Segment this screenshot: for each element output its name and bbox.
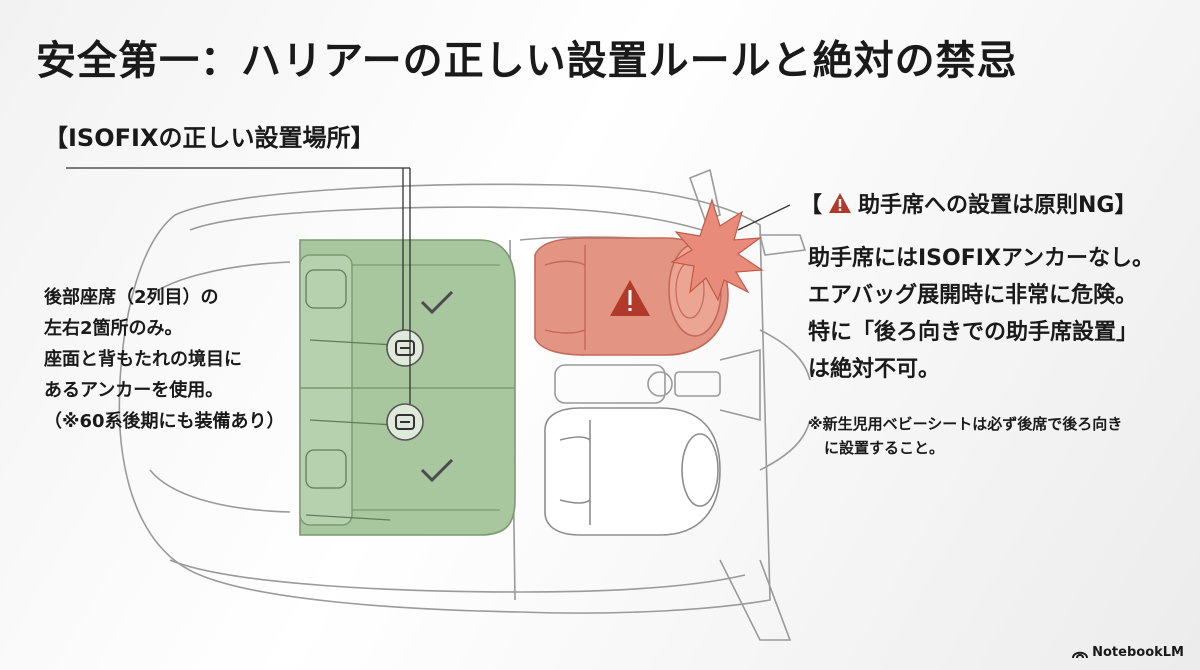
notebooklm-branding: NotebookLM bbox=[1072, 645, 1184, 660]
isofix-note-line: 後部座席（2列目）の bbox=[44, 287, 219, 308]
isofix-anchor-icon-upper bbox=[386, 329, 424, 367]
notebooklm-logo-icon bbox=[1072, 651, 1089, 658]
rear-seat-ok-zone bbox=[299, 239, 516, 536]
warning-line: 助手席にはISOFIXアンカーなし。 bbox=[808, 246, 1155, 271]
passenger-section-heading: 【 助手席への設置は原則NG】 bbox=[800, 187, 1137, 219]
isofix-note-line: 左右2箇所のみ。 bbox=[44, 318, 183, 339]
newborn-seat-footnote: ※新生児用ベビーシートは必ず後席で後ろ向き に設置すること。 bbox=[808, 412, 1178, 460]
warning-triangle-icon bbox=[610, 280, 650, 316]
brand-label: NotebookLM bbox=[1092, 645, 1184, 660]
ok-check-icon-upper bbox=[420, 290, 454, 315]
page-title: 安全第一：ハリアーの正しい設置ルールと絶対の禁忌 bbox=[36, 38, 1018, 84]
isofix-anchor-icon-lower bbox=[386, 403, 424, 441]
footnote-line: ※新生児用ベビーシートは必ず後席で後ろ向き bbox=[808, 415, 1123, 433]
warning-line: は絶対不可。 bbox=[808, 357, 941, 382]
isofix-section-heading: 【ISOFIXの正しい設置場所】 bbox=[44, 124, 375, 152]
footnote-line: に設置すること。 bbox=[824, 439, 945, 457]
passenger-callout-line bbox=[737, 204, 791, 231]
isofix-note-line: （※60系後期にも装備あり） bbox=[44, 411, 285, 432]
driver-seat bbox=[544, 407, 721, 536]
warning-line: 特に「後ろ向きでの助手席設置」 bbox=[808, 320, 1139, 345]
isofix-note-line: あるアンカーを使用。 bbox=[44, 380, 224, 401]
isofix-callout-lines bbox=[66, 167, 411, 404]
passenger-heading-text: 助手席への設置は原則NG】 bbox=[858, 193, 1137, 218]
airbag-burst-icon bbox=[670, 198, 764, 302]
heading-open-bracket: 【 bbox=[800, 193, 823, 218]
passenger-warning-body: 助手席にはISOFIXアンカーなし。 エアバッグ展開時に非常に危険。 特に「後ろ… bbox=[808, 240, 1188, 388]
warning-triangle-icon bbox=[829, 193, 852, 213]
ok-check-icon-lower bbox=[420, 458, 454, 483]
warning-line: エアバッグ展開時に非常に危険。 bbox=[808, 283, 1138, 308]
isofix-note-line: 座面と背もたれの境目に bbox=[44, 349, 242, 370]
isofix-location-note: 後部座席（2列目）の 左右2箇所のみ。 座面と背もたれの境目に あるアンカーを使… bbox=[44, 282, 304, 437]
